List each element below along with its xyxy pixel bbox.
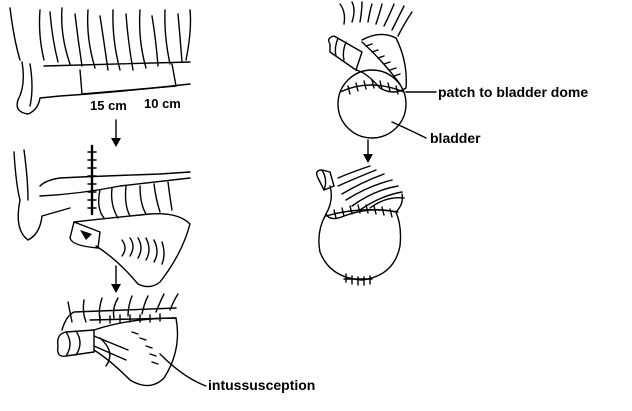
folded-segment-panel	[14, 146, 190, 287]
patch-to-bladder-panel	[329, 2, 412, 138]
intussusception-label: intussusception	[208, 377, 315, 393]
arrow-down-right	[363, 140, 373, 163]
bladder-label: bladder	[430, 130, 481, 146]
final-bladder-panel	[317, 166, 404, 285]
intussusception-panel	[58, 294, 178, 386]
length-10cm-label: 10 cm	[144, 96, 181, 111]
length-15cm-label: 15 cm	[90, 98, 127, 113]
bladder-leader	[392, 122, 426, 138]
intussusception-leader	[160, 354, 206, 386]
arrow-down-2	[111, 266, 121, 293]
patch-to-bladder-label: patch to bladder dome	[438, 84, 588, 100]
arrow-down-1	[111, 120, 121, 147]
